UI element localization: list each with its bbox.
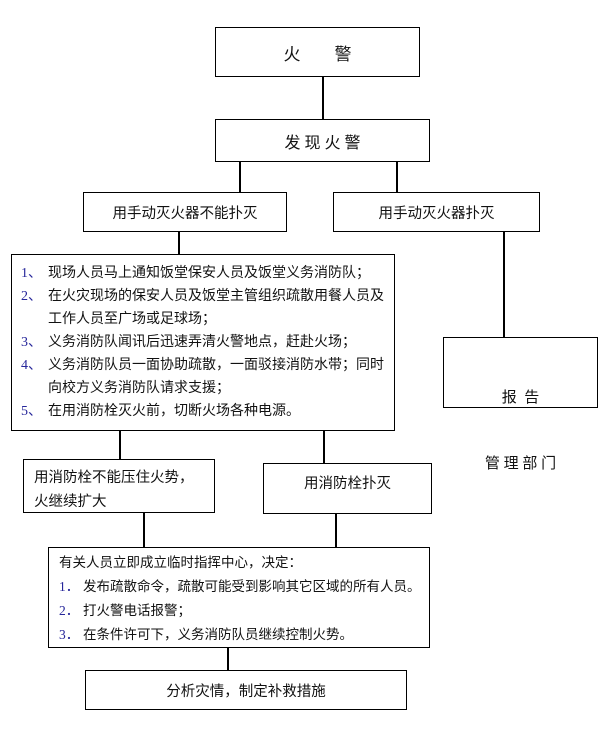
connector-manual-fail-to-procedures: [178, 232, 180, 254]
procedure-item-number: 4、: [21, 358, 42, 373]
command-item: 1． 发布疏散命令，疏散可能受到影响其它区域的所有人员。: [59, 575, 421, 599]
command-item-number: 3．: [59, 627, 80, 642]
node-procedures-list: 1、 现场人员马上通知饭堂保安人员及饭堂义务消防队； 2、 在火灾现场的保安人员…: [11, 254, 395, 431]
procedure-item: 5、 在用消防栓灭火前，切断火场各种电源。: [21, 400, 384, 423]
node-discover-fire: 发 现 火 警: [215, 119, 430, 162]
procedure-item-number: 1、: [21, 266, 42, 281]
connector-procedures-to-hydrant-fail: [119, 431, 121, 459]
node-command-center: 有关人员立即成立临时指挥中心，决定： 1． 发布疏散命令，疏散可能受到影响其它区…: [48, 547, 430, 648]
procedure-item: 3、 义务消防队闻讯后迅速弄清火警地点，赶赴火场；: [21, 331, 384, 354]
node-fire-alarm: 火 警: [215, 27, 420, 77]
node-hydrant-success: 用消防栓扑灭: [263, 463, 432, 514]
procedure-item-text: 现场人员马上通知饭堂保安人员及饭堂义务消防队；: [48, 266, 370, 281]
node-hydrant-success-label: 用消防栓扑灭: [304, 476, 391, 492]
node-hydrant-fail-line1: 用消防栓不能压住火势，: [34, 470, 194, 486]
procedure-item-number: 2、: [21, 289, 42, 304]
command-item-text: 发布疏散命令，疏散可能受到影响其它区域的所有人员。: [83, 579, 421, 594]
connector-discover-to-manual-fail: [239, 162, 241, 192]
node-manual-extinguisher-success-label: 用手动灭火器扑灭: [378, 205, 495, 222]
node-analyze-damage: 分析灾情，制定补救措施: [85, 670, 407, 710]
connector-fire-to-discover: [322, 77, 324, 119]
connector-discover-to-manual-success: [396, 162, 398, 192]
command-center-title: 有关人员立即成立临时指挥中心，决定：: [59, 555, 302, 570]
node-manual-extinguisher-success: 用手动灭火器扑灭: [333, 192, 540, 232]
node-fire-alarm-label: 火 警: [283, 44, 352, 64]
node-hydrant-fail: 用消防栓不能压住火势， 火继续扩大: [23, 459, 215, 513]
command-item-text: 在条件许可下，义务消防队员继续控制火势。: [83, 627, 353, 642]
node-manual-extinguisher-fail: 用手动灭火器不能扑灭: [83, 192, 287, 232]
connector-command-to-analyze: [227, 648, 229, 670]
procedure-item-text: 在火灾现场的保安人员及饭堂主管组织疏散用餐人员及工作人员至广场或足球场；: [48, 289, 384, 327]
procedure-item-number: 5、: [21, 404, 42, 419]
node-report-line1: 报 告: [501, 390, 540, 406]
procedure-item-text: 在用消防栓灭火前，切断火场各种电源。: [48, 404, 300, 419]
procedure-item-number: 3、: [21, 335, 42, 350]
command-item: 3． 在条件许可下，义务消防队员继续控制火势。: [59, 623, 421, 647]
procedure-item: 2、 在火灾现场的保安人员及饭堂主管组织疏散用餐人员及工作人员至广场或足球场；: [21, 285, 384, 331]
procedure-item-text: 义务消防队员一面协助疏散，一面驳接消防水带；同时向校方义务消防队请求支援；: [48, 358, 384, 396]
node-hydrant-fail-line2: 火继续扩大: [34, 494, 107, 510]
connector-procedures-to-hydrant-success: [323, 431, 325, 463]
command-item: 2． 打火警电话报警；: [59, 599, 421, 623]
node-discover-fire-label: 发 现 火 警: [284, 134, 361, 152]
connector-hydrant-fail-to-command: [143, 513, 145, 547]
command-item-number: 2．: [59, 603, 80, 618]
node-report-line2: 管 理 部 门: [484, 456, 557, 472]
procedure-item: 1、 现场人员马上通知饭堂保安人员及饭堂义务消防队；: [21, 262, 384, 285]
procedure-item-text: 义务消防队闻讯后迅速弄清火警地点，赶赴火场；: [48, 335, 356, 350]
connector-hydrant-success-to-command: [335, 514, 337, 547]
node-report-management: 报 告 管 理 部 门: [443, 337, 598, 472]
procedure-item: 4、 义务消防队员一面协助疏散，一面驳接消防水带；同时向校方义务消防队请求支援；: [21, 354, 384, 400]
node-manual-extinguisher-fail-label: 用手动灭火器不能扑灭: [112, 205, 258, 222]
command-item-number: 1．: [59, 579, 80, 594]
command-item-text: 打火警电话报警；: [83, 603, 191, 618]
connector-manual-success-to-report: [503, 232, 505, 337]
node-analyze-damage-label: 分析灾情，制定补救措施: [166, 683, 326, 700]
